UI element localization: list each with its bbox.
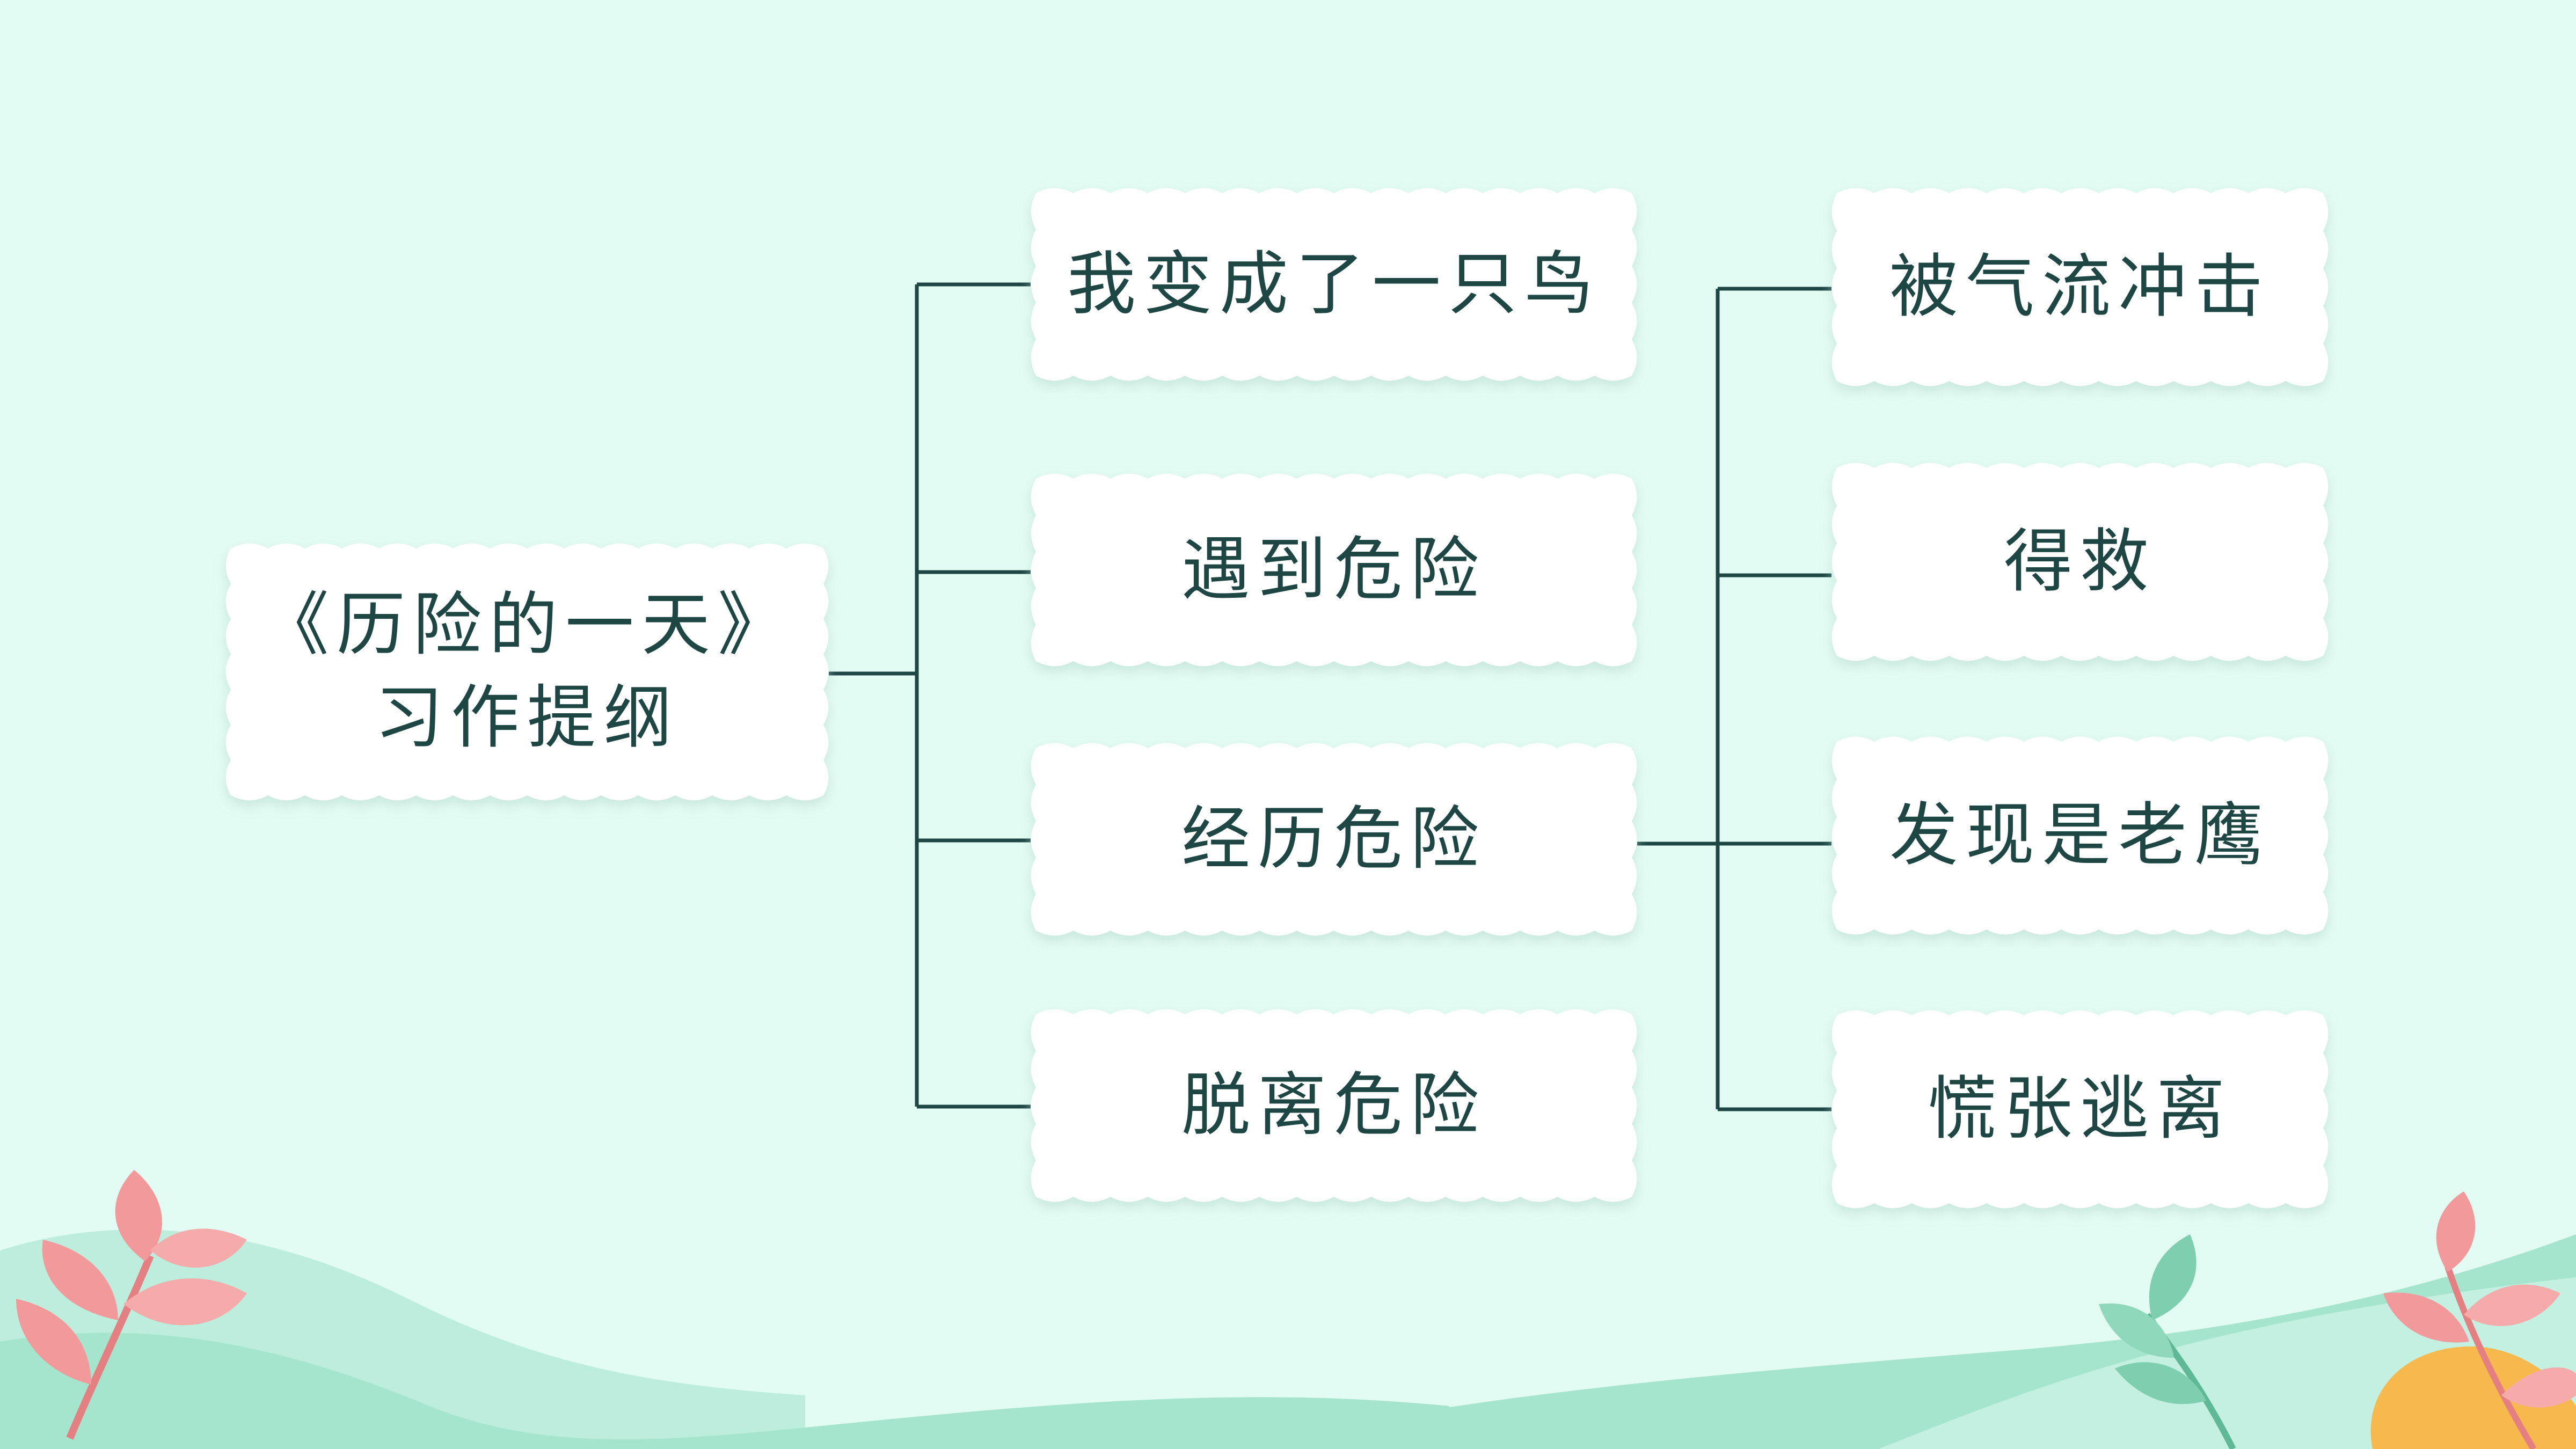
detail-node-2-card [1831,463,2329,661]
leaf-pink-1 [115,1170,163,1261]
stage-label-2: 遇到危险 [1181,529,1486,610]
stage-node-3: 经历危险 [1031,743,1637,936]
leaf-pink-r4 [2501,1367,2576,1408]
leaf-green-3 [2115,1362,2206,1404]
leaf-pink-2 [150,1228,247,1268]
stage-label-1: 我变成了一只鸟 [1067,244,1601,324]
detail-node-3: 发现是老鹰 [1831,736,2329,935]
detail-node-4-card [1831,1010,2329,1209]
leaf-pink-4 [123,1278,247,1326]
leaf-green-2 [2099,1303,2174,1358]
leaf-pink-r2 [2464,1284,2560,1326]
detail-label-2: 得救 [2003,521,2156,602]
detail-label-1: 被气流冲击 [1889,246,2271,327]
connector-lines [829,282,1831,1111]
leaf-green-1 [2149,1234,2196,1320]
root-subtitle: 习作提纲 [374,678,680,758]
stage-label-3: 经历危险 [1181,799,1486,879]
stage-node-3-card [1031,743,1637,936]
detail-node-2: 得救 [1831,463,2329,661]
stage-node-1: 我变成了一只鸟 [1031,188,1637,381]
hill-front-left [0,1333,1449,1449]
root-title: 《历险的一天》 [260,585,794,665]
left-leaf-branch [16,1170,247,1440]
leaf-pink-3 [42,1240,118,1320]
right-leaf-branch [2099,1191,2576,1449]
root-node: 《历险的一天》 习作提纲 [225,543,829,801]
leaf-pink-r1 [2436,1191,2476,1272]
root-node-card [225,543,829,801]
detail-node-1: 被气流冲击 [1831,188,2329,386]
leaf-orange [2370,1346,2576,1449]
node-cards [225,188,2329,1209]
leaf-pink-r3 [2383,1292,2469,1343]
leaf-stem-left [66,1254,154,1440]
stage-label-4: 脱离危险 [1181,1065,1486,1145]
leaf-pink-5 [16,1299,91,1385]
stage-node-4-card [1031,1009,1637,1202]
detail-node-4: 慌张逃离 [1831,1010,2329,1209]
stage-node-2-card [1031,473,1637,667]
leaf-stem-right-pink [2444,1265,2537,1449]
stage-node-2: 遇到危险 [1031,473,1637,667]
stage-node-1-card [1031,188,1637,381]
detail-node-3-card [1831,736,2329,935]
detail-label-4: 慌张逃离 [1927,1069,2232,1149]
detail-label-3: 发现是老鹰 [1889,795,2271,875]
detail-node-1-card [1831,188,2329,386]
stage-node-4: 脱离危险 [1031,1009,1637,1202]
